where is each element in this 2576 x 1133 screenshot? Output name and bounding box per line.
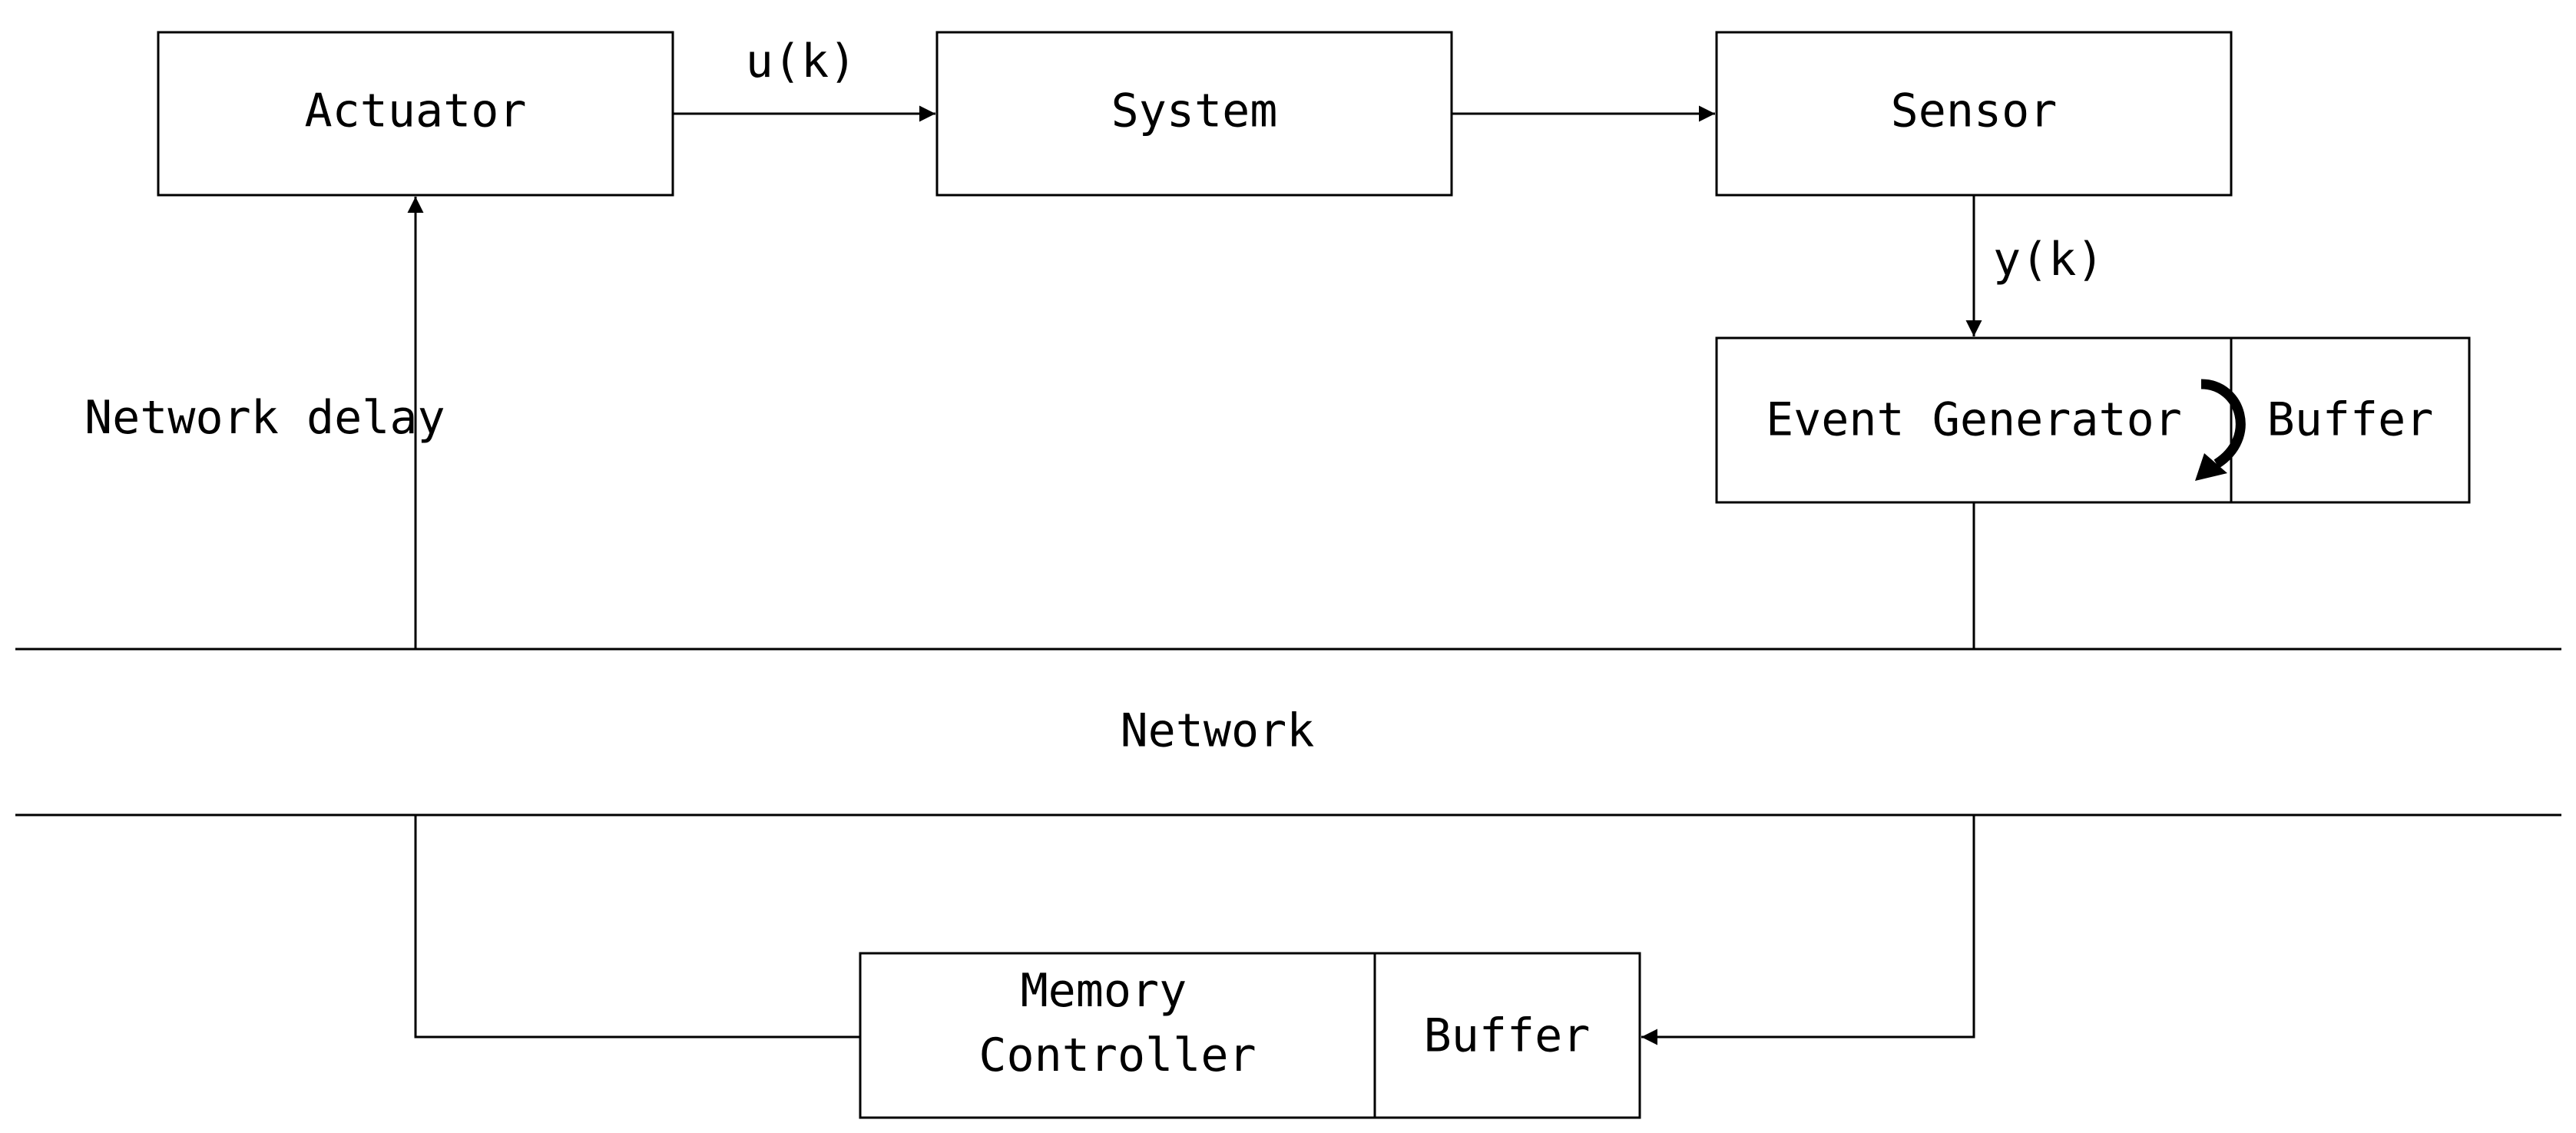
measured-output-signal: y(k) [1965,195,2104,336]
memory-controller-label-line2: Controller [978,1029,1256,1082]
memory-controller-label: Memory Controller [978,964,1256,1082]
control-input-label: u(k) [746,35,857,88]
sensor-buffer-block: Buffer [2230,336,2471,504]
sensor-label: Sensor [1891,84,2058,138]
control-input-signal: u(k) [673,35,935,122]
measured-output-label: y(k) [1993,233,2104,287]
network-band: Network [15,648,2561,817]
controller-buffer-label: Buffer [1424,1009,1591,1063]
sensor-buffer-label: Buffer [2267,393,2434,447]
system-label: System [1111,84,1278,138]
network-label: Network [1121,704,1315,758]
controller-buffer-block: Buffer [1373,952,1641,1119]
system-block: System [935,31,1453,197]
memory-controller-to-network-path [414,815,860,1039]
network-to-controller-buffer-path [1641,815,1975,1045]
network-delay-path: Network delay [84,197,445,649]
curved-arrow-icon [2195,379,2246,481]
actuator-label: Actuator [305,84,527,138]
network-delay-label: Network delay [84,391,445,445]
memory-controller-label-line1: Memory [1021,964,1187,1018]
memory-controller-block: Memory Controller [859,952,1376,1119]
sensor-block: Sensor [1715,31,2233,197]
event-generator-block: Event Generator [1715,336,2233,504]
event-generator-label: Event Generator [1766,393,2182,447]
actuator-block: Actuator [157,31,674,197]
